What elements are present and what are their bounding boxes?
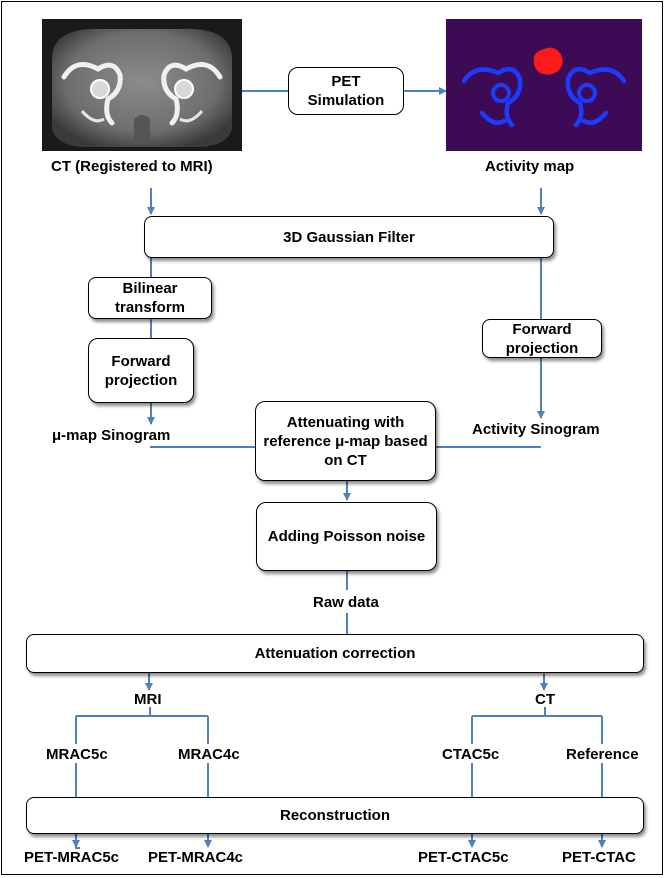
ct-caption: CT (Registered to MRI) <box>51 158 213 175</box>
pet-simulation-box: PET Simulation <box>288 67 404 115</box>
reference-label: Reference <box>566 746 639 763</box>
ct-image <box>42 19 242 151</box>
gaussian-filter-box: 3D Gaussian Filter <box>144 216 554 258</box>
forward-projection-right-box: Forward projection <box>482 319 602 358</box>
activity-caption: Activity map <box>485 158 575 175</box>
bilinear-transform-box: Bilinear transform <box>88 277 212 319</box>
attenuation-correction-box: Attenuation correction <box>26 634 644 673</box>
attenuating-box: Attenuating with reference μ-map based o… <box>255 401 436 481</box>
mri-label: MRI <box>134 691 162 708</box>
pet-ctac5c-output: PET-CTAC5c <box>418 849 509 866</box>
reconstruction-box: Reconstruction <box>26 797 644 834</box>
poisson-noise-box: Adding Poisson noise <box>256 502 437 571</box>
pet-ctac-output: PET-CTAC <box>562 849 636 866</box>
forward-projection-left-box: Forward projection <box>88 338 194 403</box>
pet-mrac4c-output: PET-MRAC4c <box>148 849 244 866</box>
ct-label: CT <box>535 691 555 708</box>
activity-map-image <box>446 19 642 151</box>
mu-map-sinogram-label: μ-map Sinogram <box>52 427 171 444</box>
mrac5c-label: MRAC5c <box>46 746 108 763</box>
mrac4c-label: MRAC4c <box>178 746 240 763</box>
pet-mrac5c-output: PET-MRAC5c <box>24 849 120 866</box>
activity-sinogram-label: Activity Sinogram <box>472 421 600 438</box>
ctac5c-label: CTAC5c <box>442 746 500 763</box>
raw-data-label: Raw data <box>313 594 379 611</box>
